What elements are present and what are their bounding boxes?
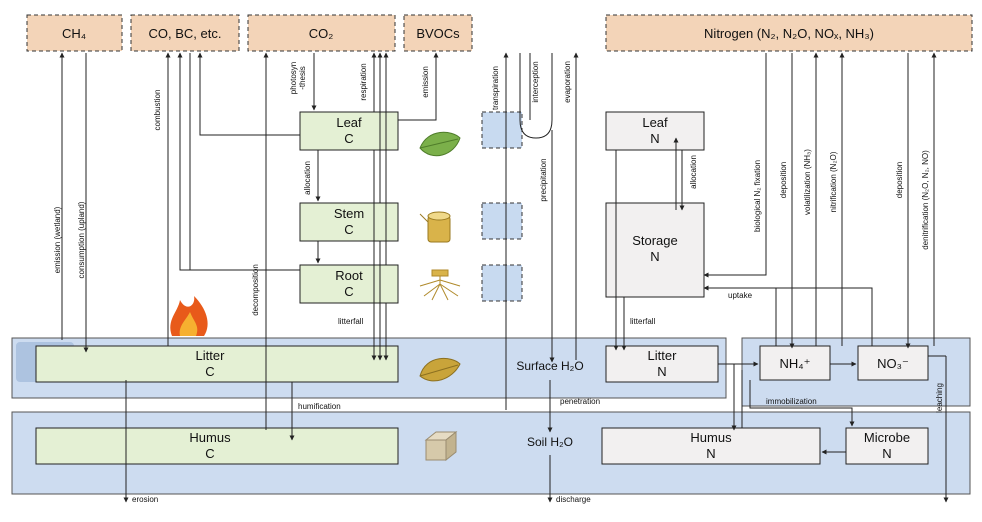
water-box-root (481, 264, 523, 302)
evaporation-label: evaporation (563, 61, 572, 103)
litterfall-c-label: litterfall (338, 317, 364, 326)
leaching-label: leaching (935, 383, 944, 413)
bvocs-label: BVOCs (416, 26, 460, 41)
photosynthesis-label-1: photosyn (289, 62, 298, 94)
water-box-leaf (481, 111, 523, 149)
microbe-n-title: Microbe (864, 430, 910, 445)
denitrification-label: denitrification (N₂O, N₂, NO) (921, 150, 930, 250)
humus-n-unit: N (706, 446, 715, 461)
co2-label: CO₂ (309, 26, 334, 41)
leaf-c-title: Leaf (336, 115, 362, 130)
co-bc-label: CO, BC, etc. (149, 26, 222, 41)
surface-h2o-label: Surface H₂O (516, 359, 583, 373)
nitrification-label: nitrification (N₂O) (829, 151, 838, 212)
gas-box-bvocs: BVOCs (403, 14, 473, 52)
consumption-upland-label: consumption (upland) (77, 201, 86, 278)
litterfall-n-label: litterfall (630, 317, 656, 326)
carbon-flux-arrows (59, 52, 439, 503)
allocation-n-label: allocation (689, 155, 698, 189)
microbe-n-box: Microbe N (845, 427, 929, 465)
gas-box-ch4: CH₄ (26, 14, 123, 52)
immobilization-label: immobilization (766, 397, 817, 406)
precipitation-label: precipitation (539, 158, 548, 201)
emission-wetland-label: emission (wetland) (53, 206, 62, 273)
microbe-n-unit: N (882, 446, 891, 461)
deposition-label-1: deposition (779, 162, 788, 198)
photosynthesis-label-2: -thesis (298, 66, 307, 90)
allocation-c-label: allocation (303, 161, 312, 195)
leaf-c-unit: C (344, 131, 353, 146)
humus-n-title: Humus (690, 430, 732, 445)
nitrogen-label: Nitrogen (N₂, N₂O, NOₓ, NH₃) (704, 26, 874, 41)
leaf-n-unit: N (650, 131, 659, 146)
water-box-stem (481, 202, 523, 240)
litter-n-title: Litter (648, 348, 678, 363)
stem-c-unit: C (344, 222, 353, 237)
root-c-unit: C (344, 284, 353, 299)
litter-c-title: Litter (196, 348, 226, 363)
storage-n-unit: N (650, 249, 659, 264)
transpiration-label: transpiration (491, 66, 500, 110)
humus-c-title: Humus (189, 430, 231, 445)
interception-label: interception (531, 61, 540, 102)
volatilization-label: volatilization (NH₃) (803, 149, 812, 215)
respiration-label: respiration (359, 63, 368, 100)
litter-n-unit: N (657, 364, 666, 379)
litter-c-box: Litter C (35, 345, 399, 383)
root-c-title: Root (335, 268, 363, 283)
penetration-label: penetration (560, 397, 600, 406)
litter-n-box: Litter N (605, 345, 719, 383)
humification-label: humification (298, 402, 341, 411)
combustion-label: combustion (153, 90, 162, 131)
humus-n-box: Humus N (601, 427, 821, 465)
leaf-n-title: Leaf (642, 115, 668, 130)
bvoc-emission-label: emission (421, 66, 430, 98)
gas-box-co2: CO₂ (247, 14, 396, 52)
nh4-label: NH₄⁺ (780, 356, 811, 371)
humus-c-box: Humus C (35, 427, 399, 465)
litter-c-unit: C (205, 364, 214, 379)
dry-leaf-icon (419, 357, 461, 382)
water-flux-arrows (503, 52, 579, 503)
roots-icon (419, 269, 461, 301)
uptake-label: uptake (728, 291, 753, 300)
erosion-label: erosion (132, 495, 158, 504)
no3-box: NO₃⁻ (857, 345, 929, 381)
stem-c-box: Stem C (299, 202, 399, 242)
nitrogen-flux-arrows (613, 52, 949, 503)
discharge-label: discharge (556, 495, 591, 504)
ch4-label: CH₄ (62, 26, 86, 41)
deposition-label-2: deposition (895, 162, 904, 198)
log-icon (419, 211, 451, 243)
leaf-c-box: Leaf C (299, 111, 399, 151)
gas-box-co-bc: CO, BC, etc. (130, 14, 240, 52)
stem-c-title: Stem (334, 206, 364, 221)
storage-n-title: Storage (632, 233, 678, 248)
leaf-n-box: Leaf N (605, 111, 705, 151)
leaf-icon (419, 131, 461, 157)
nh4-box: NH₄⁺ (759, 345, 831, 381)
soil-h2o-label: Soil H₂O (527, 435, 573, 449)
fire-icon (170, 296, 208, 336)
no3-label: NO₃⁻ (877, 356, 909, 371)
flux-labels: emission (wetland) consumption (upland) … (53, 61, 944, 504)
storage-n-box: Storage N (605, 202, 705, 298)
bio-fixation-label: biological N₂ fixation (753, 160, 762, 232)
gas-box-nitrogen: Nitrogen (N₂, N₂O, NOₓ, NH₃) (605, 14, 973, 52)
root-c-box: Root C (299, 264, 399, 304)
humus-c-unit: C (205, 446, 214, 461)
soil-cube-icon (424, 430, 458, 462)
decomposition-label: decomposition (251, 264, 260, 316)
